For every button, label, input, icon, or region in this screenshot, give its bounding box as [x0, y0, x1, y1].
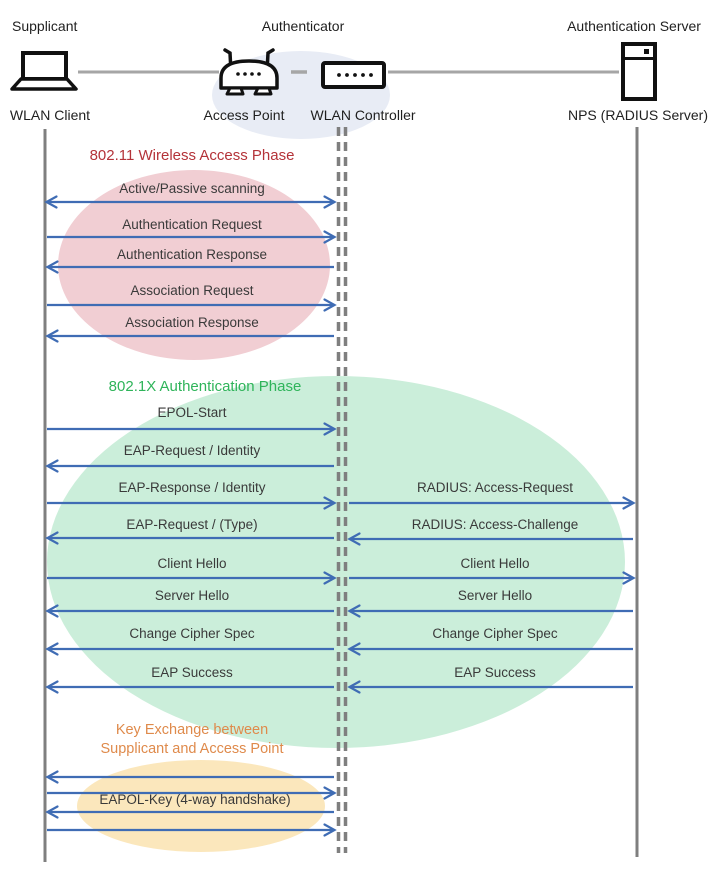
phase3-title-line1: Key Exchange between	[115, 722, 269, 738]
access-point-icon	[219, 48, 279, 96]
message-label-eap-request-type: EAP-Request / (Type)	[126, 517, 258, 532]
message-label-authentication-response: Authentication Response	[116, 247, 268, 262]
message-label-client-hello-right: Client Hello	[460, 556, 530, 571]
message-label-eap-response-identity: EAP-Response / Identity	[118, 480, 266, 495]
message-label-eap-success-right: EAP Success	[454, 665, 536, 680]
message-label-eap-request-identity: EAP-Request / Identity	[123, 443, 261, 458]
message-label-association-request: Association Request	[130, 283, 254, 298]
message-label-epol-start: EPOL-Start	[157, 405, 227, 420]
message-label-authentication-request: Authentication Request	[122, 217, 262, 232]
message-label-change-cipher-spec-left: Change Cipher Spec	[129, 626, 255, 641]
message-label-radius-access-challenge: RADIUS: Access-Challenge	[411, 517, 579, 532]
role-label-authenticator: Authenticator	[261, 18, 345, 34]
phase1-ellipse	[58, 170, 330, 360]
phase2-title: 802.1X Authentication Phase	[108, 378, 302, 395]
message-label-change-cipher-spec-right: Change Cipher Spec	[432, 626, 558, 641]
message-label-association-response: Association Response	[125, 315, 259, 330]
role-label-supplicant: Supplicant	[12, 18, 78, 34]
phase3-title-line2: Supplicant and Access Point	[100, 741, 284, 757]
message-label-eapol-key: EAPOL-Key (4-way handshake)	[99, 792, 291, 807]
node-label-wlan-client: WLAN Client	[9, 107, 91, 123]
message-label-client-hello-left: Client Hello	[157, 556, 227, 571]
laptop-icon	[10, 51, 78, 91]
phase3-title: Key Exchange between Supplicant and Acce…	[101, 721, 284, 759]
message-arrows-right	[347, 496, 636, 694]
phase1-title: 802.11 Wireless Access Phase	[89, 147, 295, 164]
phase2-ellipse	[47, 376, 625, 748]
server-icon	[621, 42, 657, 101]
message-label-active-passive-scanning: Active/Passive scanning	[119, 181, 265, 196]
message-label-server-hello-left: Server Hello	[154, 588, 230, 603]
message-label-server-hello-right: Server Hello	[457, 588, 533, 603]
node-label-nps: NPS (RADIUS Server)	[567, 107, 709, 123]
wlan-controller-icon	[321, 61, 386, 89]
message-label-radius-access-request: RADIUS: Access-Request	[416, 480, 574, 495]
role-label-authentication-server: Authentication Server	[567, 18, 701, 34]
node-label-wlan-controller: WLAN Controller	[310, 107, 416, 123]
message-label-eap-success-left: EAP Success	[151, 665, 233, 680]
message-arrows-left	[44, 195, 337, 837]
node-label-access-point: Access Point	[203, 107, 285, 123]
